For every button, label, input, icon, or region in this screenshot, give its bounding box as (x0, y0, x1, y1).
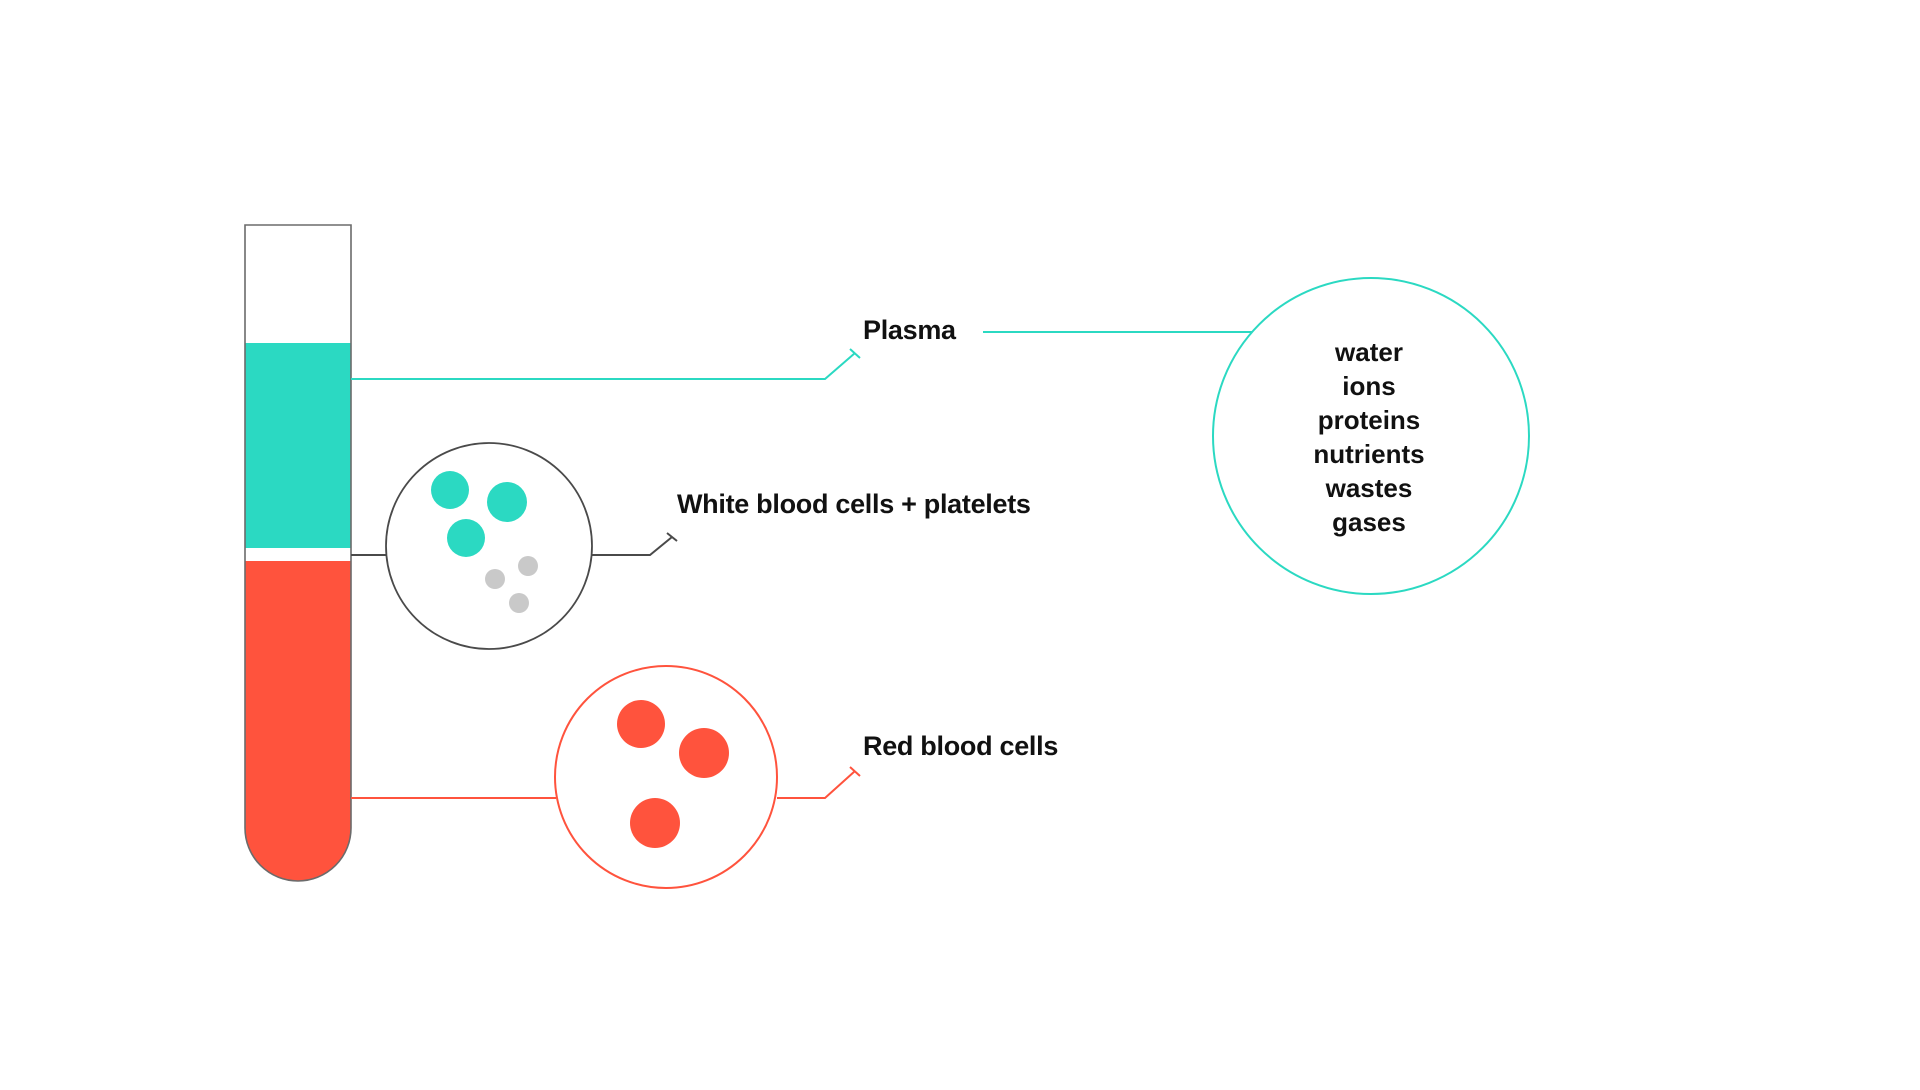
plasma-components-bubble: water ions proteins nutrients wastes gas… (1212, 277, 1530, 595)
white-cells-label: White blood cells + platelets (677, 489, 1031, 519)
plasma-connector (351, 348, 861, 380)
white-blood-cell (447, 519, 485, 557)
white-cells-circle (385, 442, 593, 650)
red-cells-connector (351, 766, 861, 799)
white-cells-connector (351, 532, 678, 556)
component-ions: ions (1342, 371, 1395, 401)
tube-outline (244, 224, 352, 882)
platelet (518, 556, 538, 576)
plasma-components-circle (1212, 277, 1530, 595)
buffy-coat-layer (245, 548, 351, 561)
red-cells-circle (554, 665, 778, 889)
tube-empty-region (245, 225, 351, 343)
component-gases: gases (1332, 507, 1406, 537)
red-blood-cell (617, 700, 665, 748)
white-blood-cell (487, 482, 527, 522)
component-wastes: wastes (1325, 473, 1413, 503)
component-water: water (1334, 337, 1403, 367)
platelet (509, 593, 529, 613)
white-cells-bubble (385, 442, 593, 650)
plasma-label: Plasma (863, 315, 957, 345)
component-nutrients: nutrients (1313, 439, 1424, 469)
red-cells-bubble (554, 665, 778, 889)
red-cell-layer (245, 561, 351, 881)
test-tube (244, 224, 352, 882)
white-blood-cell (431, 471, 469, 509)
plasma-layer (245, 343, 351, 548)
red-blood-cell (679, 728, 729, 778)
component-proteins: proteins (1318, 405, 1421, 435)
red-blood-cell (630, 798, 680, 848)
red-cells-label: Red blood cells (863, 731, 1058, 761)
platelet (485, 569, 505, 589)
